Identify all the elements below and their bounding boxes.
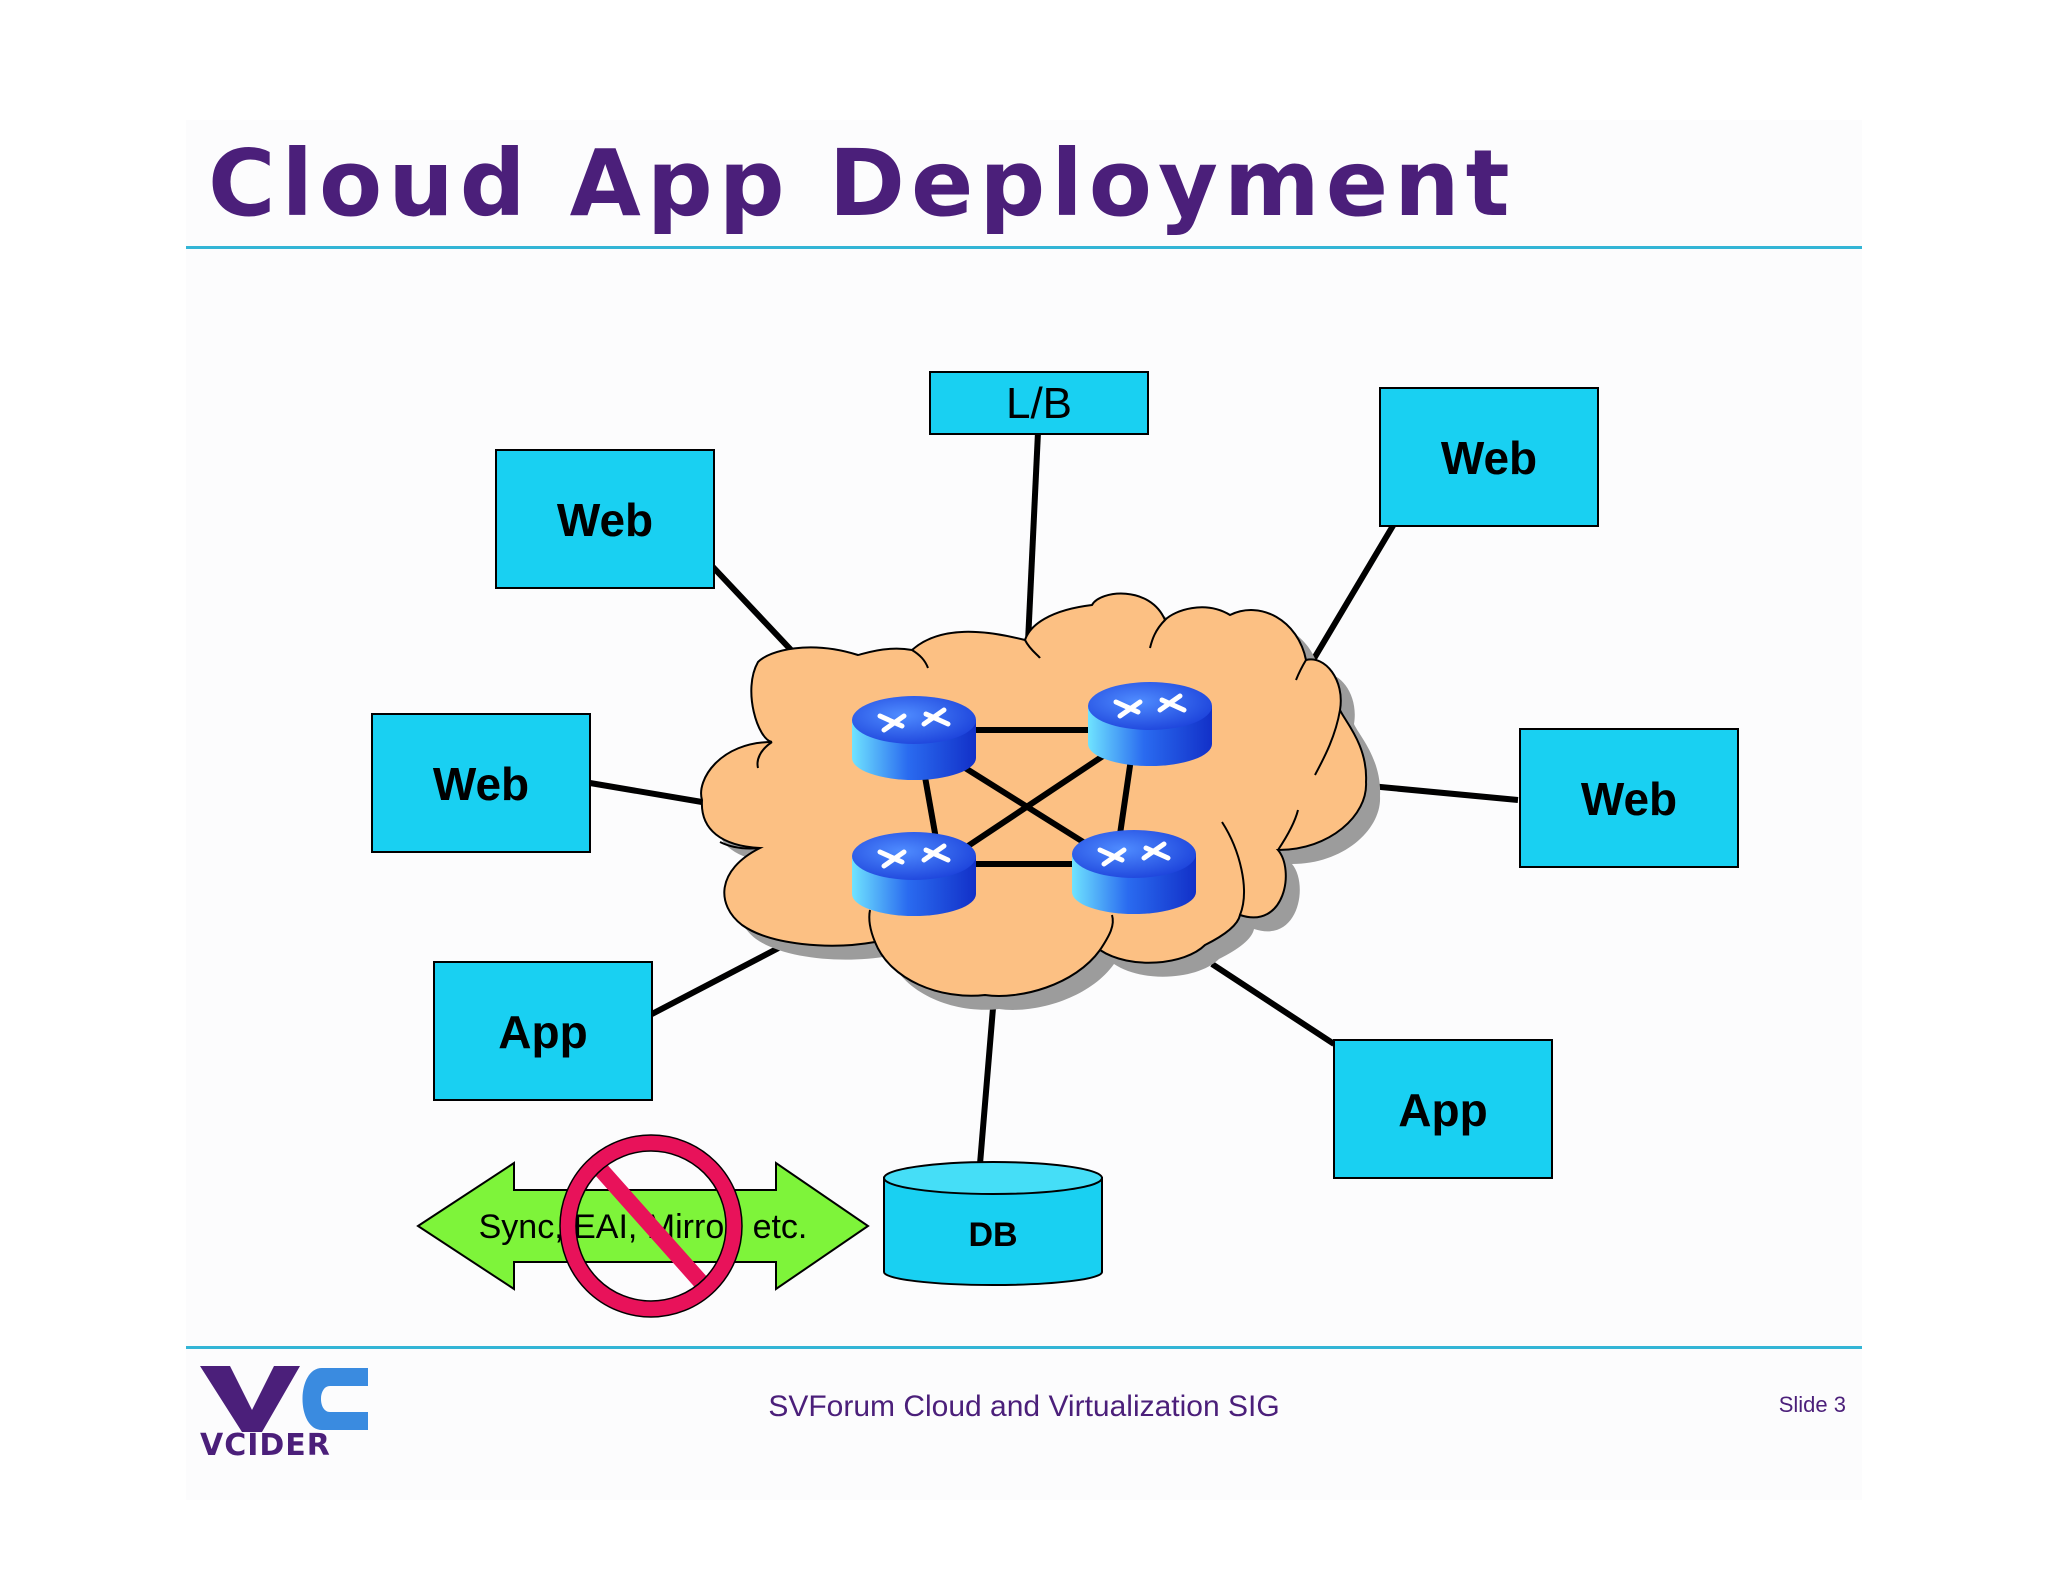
router-icon bbox=[1088, 682, 1212, 766]
web-node-mid-left: Web bbox=[371, 713, 591, 853]
vcider-logo-mark bbox=[200, 1366, 368, 1432]
link-web-top-right bbox=[1303, 522, 1397, 674]
connection-lines bbox=[589, 431, 1519, 1165]
web-top-left-label: Web bbox=[557, 494, 653, 546]
slide-number: Slide 3 bbox=[1778, 1392, 1846, 1417]
router-icon bbox=[852, 832, 976, 916]
app-node-left: App bbox=[433, 961, 653, 1101]
footer-text: SVForum Cloud and Virtualization SIG bbox=[768, 1390, 1280, 1423]
web-mid-right-label: Web bbox=[1581, 773, 1677, 825]
web-mid-left-label: Web bbox=[433, 758, 529, 810]
app-right-label: App bbox=[1398, 1084, 1487, 1136]
link-web-mid-left bbox=[589, 780, 703, 805]
web-node-mid-right: Web bbox=[1519, 728, 1739, 868]
web-node-top-right: Web bbox=[1379, 387, 1599, 527]
app-node-right: App bbox=[1333, 1039, 1553, 1179]
web-top-right-label: Web bbox=[1441, 432, 1537, 484]
prohibited-icon bbox=[559, 1134, 743, 1318]
link-db bbox=[977, 995, 997, 1165]
router-icon bbox=[852, 696, 976, 780]
lb-node: L/B bbox=[929, 371, 1149, 435]
link-lb bbox=[1025, 431, 1041, 643]
db-node: DB bbox=[883, 1161, 1103, 1286]
footer-rule bbox=[186, 1346, 1862, 1349]
logo-wordmark: VCIDER bbox=[200, 1428, 331, 1463]
cloud-detail-arcs bbox=[719, 619, 1341, 951]
lb-label: L/B bbox=[1006, 379, 1072, 428]
router-icon bbox=[1072, 830, 1196, 914]
slide-title: Cloud App Deployment bbox=[208, 130, 1516, 237]
link-web-mid-right bbox=[1369, 783, 1519, 803]
web-node-top-left: Web bbox=[495, 449, 715, 589]
network-cloud bbox=[700, 592, 1368, 997]
link-app-left bbox=[648, 939, 792, 1018]
app-left-label: App bbox=[498, 1006, 587, 1058]
link-app-right bbox=[1210, 961, 1336, 1047]
db-label: DB bbox=[968, 1216, 1017, 1254]
title-rule bbox=[186, 246, 1862, 249]
